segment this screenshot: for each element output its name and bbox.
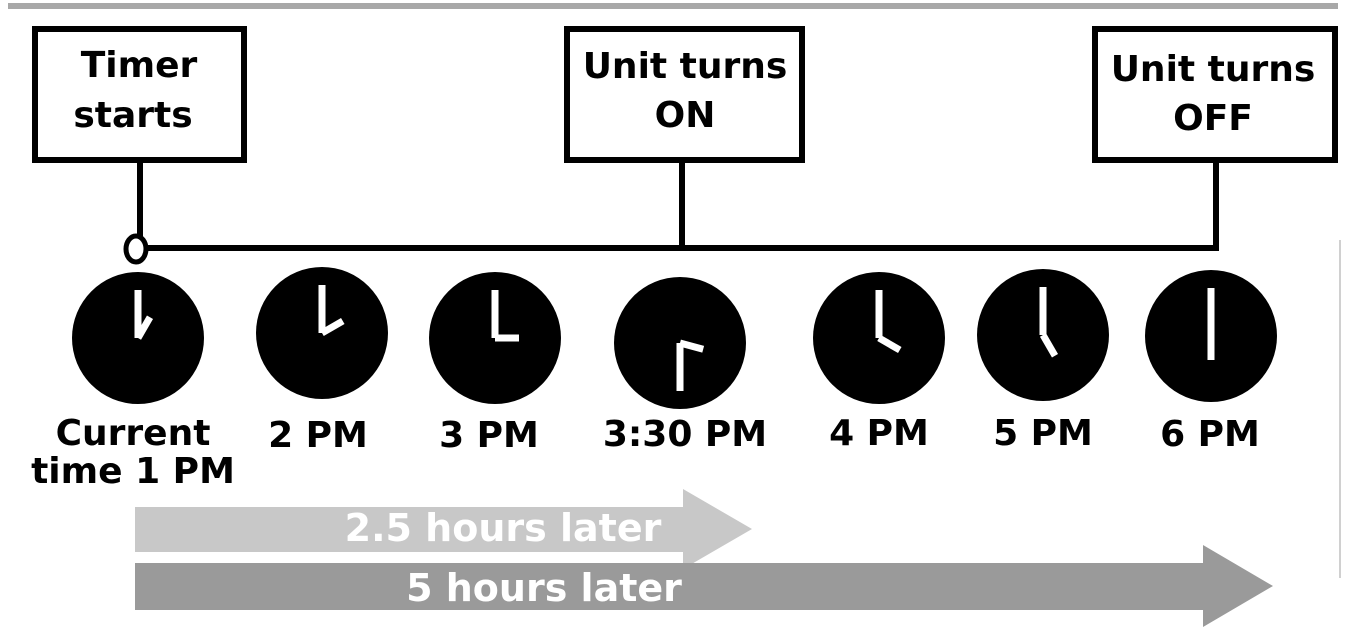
event-box-unit-on: Unit turns ON [564, 26, 805, 163]
clock-icon [614, 277, 746, 409]
clock-hour-hand [320, 317, 345, 337]
clock-label: 4 PM [829, 413, 929, 454]
clock-hour-hand [134, 315, 154, 340]
event-label-line1: Unit turns [1111, 49, 1316, 90]
event-label-line2: OFF [1173, 98, 1253, 139]
top-rule [8, 3, 1338, 9]
event-label-line2: ON [655, 95, 716, 136]
clock-row [72, 267, 1277, 409]
event-label-line1: Timer [81, 45, 198, 86]
clock-label: 3 PM [439, 415, 539, 456]
clock-icon [813, 272, 945, 404]
clock-labels: Current time 1 PM 2 PM 3 PM 3:30 PM 4 PM… [31, 413, 1260, 492]
duration-arrow-5-hours: 5 hours later [135, 545, 1273, 627]
clock-icon [72, 272, 204, 404]
duration-arrow-2-5-hours: 2.5 hours later [135, 489, 752, 569]
clock-icon [256, 267, 388, 399]
clock-label: 3:30 PM [603, 414, 767, 455]
duration-label: 2.5 hours later [345, 506, 662, 550]
event-box-unit-off: Unit turns OFF [1092, 26, 1338, 163]
event-label-line1: Unit turns [583, 46, 788, 87]
event-box-timer-starts: Timer starts [32, 26, 247, 163]
clock-icon [977, 269, 1109, 401]
clock-label: 5 PM [993, 413, 1093, 454]
clock-label-line2: time 1 PM [31, 451, 235, 492]
clock-label-line1: Current [56, 413, 211, 454]
clock-label: 6 PM [1160, 414, 1260, 455]
clock-hour-hand [877, 334, 902, 354]
clock-hour-hand [679, 339, 705, 353]
clock-hour-hand [1039, 333, 1059, 358]
timeline-start-marker [123, 233, 149, 265]
duration-label: 5 hours later [406, 566, 682, 610]
clock-icon [1145, 270, 1277, 402]
clock-icon [429, 272, 561, 404]
clock-label: 2 PM [268, 415, 368, 456]
event-label-line2: starts [73, 95, 192, 136]
